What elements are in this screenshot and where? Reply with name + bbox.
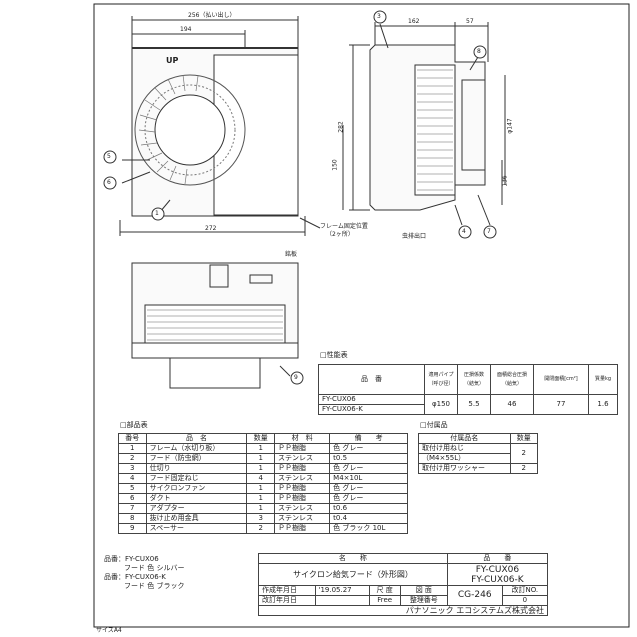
date-value: '19.05.27 — [314, 585, 370, 596]
parts-heading: □部品表 — [120, 421, 148, 429]
ref-label: 整理番号 — [399, 595, 448, 606]
perf-mass: 1.6 — [588, 394, 618, 415]
title-model-2: FY-CUX06-K — [471, 574, 524, 585]
table-row: FY-CUX06-K — [318, 404, 618, 415]
parts-header-name: 品 名 — [145, 433, 248, 444]
dim-162: 162 — [408, 18, 420, 25]
perf-header-mass: 質量kg — [588, 364, 618, 395]
performance-table: 品 番 適用パイプ（呼び径） 圧損係数（結気） 面積総合圧損（給気） 開閉面積[… — [318, 364, 618, 415]
drawing-number: CG-246 — [446, 585, 503, 606]
size-note: サイズA4 — [96, 627, 122, 634]
dim-194: 194 — [180, 26, 192, 33]
balloon-8: 8 — [477, 48, 481, 55]
dim-150: 150 — [331, 159, 339, 171]
perf-header-pipe: 適用パイプ（呼び径） — [424, 364, 458, 395]
date-label: 作成年月日 — [258, 585, 316, 596]
accessories-heading: □付属品 — [420, 421, 448, 429]
perf-area: 46 — [490, 394, 534, 415]
title-model-1: FY-CUX06 — [475, 564, 520, 575]
dim-top-total: 256（払い出し） — [188, 12, 236, 19]
frame-fix-note: フレーム固定位置 — [320, 223, 368, 230]
perf-loss: 5.5 — [457, 394, 491, 415]
balloon-5: 5 — [107, 153, 111, 160]
scale-value: Free — [368, 595, 401, 606]
scale-label: 尺 度 — [368, 585, 401, 596]
balloon-9: 9 — [294, 374, 298, 381]
title-name-label: 名 称 — [258, 553, 448, 564]
balloon-1: 1 — [155, 210, 159, 217]
acc-header-qty: 数量 — [509, 433, 539, 444]
dim-282: 282 — [337, 121, 345, 133]
balloon-6: 6 — [107, 179, 111, 186]
perf-model-1: FY-CUX06 — [318, 394, 425, 405]
table-row: FY-CUX06 φ150 5.5 46 77 1.6 — [318, 394, 618, 415]
parts-header-qty: 数量 — [246, 433, 275, 444]
acc-header-name: 付属品名 — [418, 433, 511, 444]
perf-header-model: 品 番 — [318, 364, 425, 395]
frame-fix-note-2: （2ヶ所） — [326, 231, 354, 238]
dim-147: φ147 — [506, 118, 514, 134]
perf-model-2: FY-CUX06-K — [318, 404, 425, 415]
perf-header-open: 開閉面積[cm²] — [533, 364, 589, 395]
balloon-4: 4 — [462, 228, 466, 235]
perf-pipe: φ150 — [424, 394, 458, 415]
drain-note: 虫排出口 — [402, 233, 427, 240]
balloon-7: 7 — [487, 228, 491, 235]
balloon-3: 3 — [377, 13, 381, 20]
title-block: 名 称 品 番 サイクロン給気フード（外形図） FY-CUX06 FY-CUX0… — [258, 553, 549, 616]
performance-heading: □性能表 — [320, 351, 348, 359]
rev-no-value: 0 — [501, 595, 549, 606]
title-model-label: 品 番 — [446, 553, 549, 564]
perf-header-loss: 圧損係数（結気） — [457, 364, 491, 395]
rev-label: 改訂年月日 — [258, 595, 316, 606]
parts-header-material: 材 料 — [273, 433, 331, 444]
parts-header-note: 備 考 — [329, 433, 408, 444]
drawing-label: 図 面 — [399, 585, 448, 596]
models-note-2: フード 色 シルバー — [124, 564, 185, 572]
perf-header-area: 面積総合圧損（給気） — [490, 364, 534, 395]
dim-136: 136 — [501, 175, 509, 187]
label-note: 銘板 — [285, 251, 298, 258]
dim-57: 57 — [466, 18, 474, 25]
models-note-4: フード 色 ブラック — [124, 582, 185, 590]
perf-open: 77 — [533, 394, 589, 415]
up-mark: UP — [166, 56, 179, 65]
rev-no-label: 改訂NO. — [501, 585, 549, 596]
title-name-value: サイクロン給気フード（外形図） — [258, 563, 448, 586]
company-name: パナソニック エコシステムズ株式会社 — [258, 605, 548, 616]
dim-272: 272 — [205, 225, 217, 232]
models-note-3: 品番：FY-CUX06-K — [104, 573, 166, 581]
models-note-1: 品番：FY-CUX06 — [104, 555, 159, 563]
parts-header-no: 番号 — [118, 433, 147, 444]
